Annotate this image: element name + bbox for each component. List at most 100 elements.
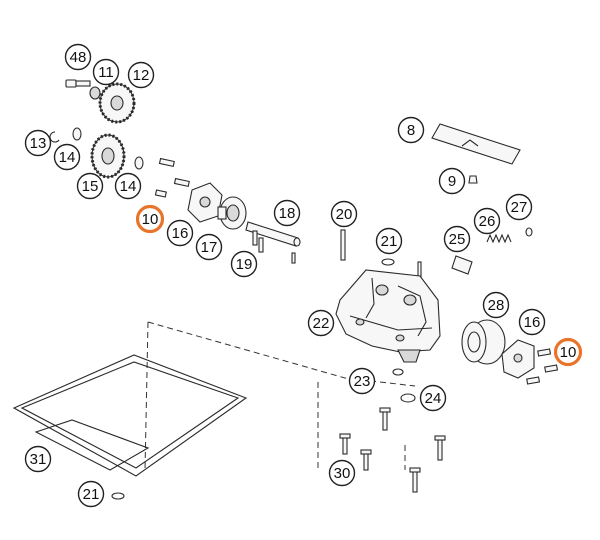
callout-number: 23: [354, 373, 371, 390]
oil-pan-gasket-31: [12, 354, 248, 477]
callout-number: 30: [334, 465, 351, 482]
callout-20: 20: [330, 200, 358, 228]
callout-circle: [443, 225, 471, 253]
callout-9: 9: [438, 167, 466, 195]
callout-circle: [473, 207, 501, 235]
assembly-guide-lines: [144, 321, 416, 471]
callout-number: 16: [524, 314, 541, 331]
callout-number: 17: [201, 239, 218, 256]
callout-circle: [92, 58, 120, 86]
callout-number: 21: [381, 233, 398, 250]
gear-12: [98, 82, 136, 124]
callout-circle: [53, 143, 81, 171]
parts-drawing: [12, 79, 559, 500]
bolt-48: [65, 79, 91, 88]
bolts-10-right: [526, 348, 559, 385]
callout-number: 28: [488, 297, 505, 314]
o-ring-23: [392, 368, 404, 376]
oil-pump-housing-22: [335, 269, 441, 363]
pin-20: [340, 229, 346, 261]
callout-circle: [330, 200, 358, 228]
callout-11: 11: [92, 58, 120, 86]
callout-25: 25: [443, 225, 471, 253]
callout-18: 18: [273, 199, 301, 227]
callout-circle: [328, 459, 356, 487]
washer-11: [89, 86, 101, 100]
callout-28: 28: [482, 291, 510, 319]
callout-circle: [135, 204, 165, 234]
callout-number: 31: [30, 451, 47, 468]
callout-circle: [114, 172, 142, 200]
callout-22: 22: [307, 309, 335, 337]
callout-16: 16: [518, 308, 546, 336]
callout-21: 21: [375, 227, 403, 255]
pump-bolts-upper: [154, 157, 190, 198]
callout-26: 26: [473, 207, 501, 235]
o-ring-24: [400, 393, 416, 403]
callout-circle: [166, 219, 194, 247]
callout-circle: [307, 309, 335, 337]
callout-circle: [505, 193, 533, 221]
callout-circle: [375, 227, 403, 255]
callout-number: 21: [83, 486, 100, 503]
callout-number: 10: [142, 211, 159, 228]
circlip-13: [49, 131, 60, 143]
callout-circle: [419, 384, 447, 412]
callout-number: 14: [120, 178, 137, 195]
spring-26: [486, 233, 512, 244]
callout-circle: [127, 61, 155, 89]
washer-14-lower: [134, 156, 144, 170]
callout-circle: [24, 445, 52, 473]
o-ring-21-upper: [381, 258, 395, 266]
callout-number: 12: [133, 67, 150, 84]
callout-21: 21: [77, 480, 105, 508]
callout-circle: [397, 116, 425, 144]
callout-number: 16: [172, 225, 189, 242]
plate-8: [431, 123, 521, 165]
callout-circle: [438, 167, 466, 195]
o-ring-21-lower: [111, 492, 125, 500]
shaft-18: [245, 221, 301, 247]
callout-17: 17: [195, 233, 223, 261]
callout-31: 31: [24, 445, 52, 473]
housing-bolts: [379, 407, 446, 493]
callout-number: 10: [560, 344, 577, 361]
callout-circle: [518, 308, 546, 336]
callout-circle: [77, 480, 105, 508]
callout-12: 12: [127, 61, 155, 89]
callout-8: 8: [397, 116, 425, 144]
callout-10-highlighted: 10: [553, 337, 583, 367]
callout-number: 20: [336, 206, 353, 223]
callout-circle: [482, 291, 510, 319]
callout-layer: 48 11 12 13 14 15 14 10 16 17 18 19 89 20 21 25 26 27 22 28…: [24, 43, 583, 508]
callout-number: 14: [59, 149, 76, 166]
callout-number: 11: [98, 64, 114, 81]
callout-number: 15: [82, 178, 99, 195]
callout-30: 30: [328, 459, 356, 487]
callout-number: 48: [70, 49, 87, 66]
callout-23: 23: [348, 367, 376, 395]
callout-number: 19: [236, 256, 253, 273]
valve-25: [417, 255, 473, 283]
callout-circle: [195, 233, 223, 261]
callout-number: 27: [511, 199, 528, 216]
callout-13: 13: [24, 129, 52, 157]
callout-number: 24: [425, 390, 442, 407]
callout-circle: [64, 43, 92, 71]
callout-circle: [230, 250, 258, 278]
callout-10-highlighted: 10: [135, 204, 165, 234]
callout-24: 24: [419, 384, 447, 412]
pump-cover-16-right: [501, 339, 535, 379]
callout-number: 26: [479, 213, 496, 230]
screw-9: [468, 175, 478, 184]
callout-15: 15: [76, 172, 104, 200]
rotor-28: [461, 319, 506, 365]
plug-27: [525, 227, 533, 237]
callout-number: 18: [279, 205, 296, 222]
callout-16: 16: [166, 219, 194, 247]
callout-48: 48: [64, 43, 92, 71]
callout-circle: [273, 199, 301, 227]
callout-27: 27: [505, 193, 533, 221]
pins-19: [252, 230, 296, 264]
